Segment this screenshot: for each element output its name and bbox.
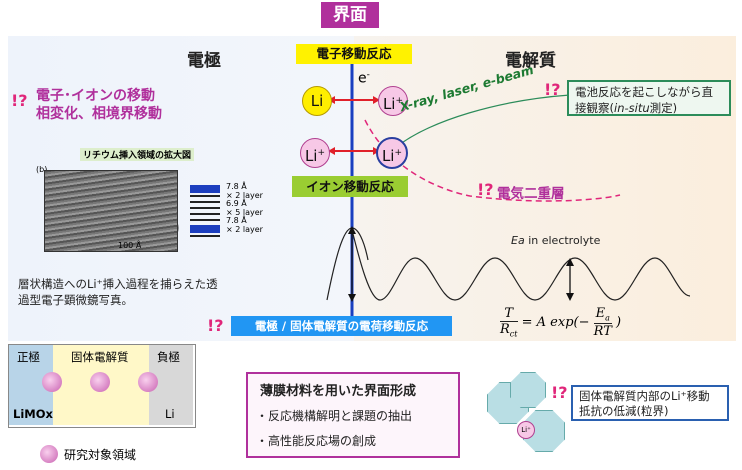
grain-boundary-note: 固体電解質内部のLi⁺移動抵抗の低減(粒界) bbox=[571, 385, 729, 421]
negative-material: Li bbox=[165, 407, 175, 421]
left-note-line1: 電子･イオンの移動 bbox=[36, 88, 155, 104]
negative-label: 負極 bbox=[157, 350, 180, 364]
grain-octagon bbox=[510, 372, 546, 408]
left-note-line2: 相変化、相境界移動 bbox=[36, 106, 162, 122]
li-plus-ion-electrolyte: Li+ bbox=[378, 86, 408, 116]
question-mark-icon: !? bbox=[207, 316, 224, 335]
interface-marker bbox=[138, 372, 158, 392]
double-layer-label: 電気二重層 bbox=[497, 186, 565, 202]
li-plus-ion-interface: Li+ bbox=[376, 137, 408, 169]
thin-film-box: 薄膜材料を用いた界面形成 ・反応機構解明と課題の抽出 ・高性能反応場の創成 bbox=[246, 372, 460, 458]
electrolyte-label: 電解質 bbox=[505, 51, 556, 71]
electrolyte-cell-label: 固体電解質 bbox=[71, 350, 129, 364]
interface-marker bbox=[42, 372, 62, 392]
grain-li-ion: Li⁺ bbox=[517, 421, 535, 439]
thin-film-title: 薄膜材料を用いた界面形成 bbox=[260, 384, 417, 399]
legend-text: 研究対象領域 bbox=[64, 448, 137, 462]
interface-title: 界面 bbox=[321, 2, 379, 28]
arrhenius-equation: T Rct = A exp(− Ea RT ) bbox=[500, 306, 622, 339]
micrograph-tag: (b) bbox=[36, 165, 48, 174]
charge-transfer-label: 電極 / 固体電解質の電荷移動反応 bbox=[231, 316, 452, 336]
activation-energy-label: Ea in electrolyte bbox=[511, 234, 601, 247]
thin-film-item: ・反応機構解明と課題の抽出 bbox=[256, 409, 413, 423]
question-mark-icon: !? bbox=[544, 80, 561, 99]
in-situ-note: 電池反応を起こしながら直接観察(in-situ測定) bbox=[567, 80, 731, 116]
positive-label: 正極 bbox=[17, 350, 40, 364]
electron-transfer-label: 電子移動反応 bbox=[296, 44, 412, 64]
cell-schematic: 正極 固体電解質 負極 LiMOx Li bbox=[8, 344, 196, 428]
scale-bar: 100 Å bbox=[118, 241, 142, 250]
li-plus-ion-electrode: Li+ bbox=[300, 138, 330, 168]
electrode-label: 電極 bbox=[187, 51, 221, 71]
micrograph-image bbox=[44, 170, 178, 252]
micrograph-title: リチウム挿入領域の拡大図 bbox=[80, 148, 195, 161]
micrograph-caption: 層状構造へのLi⁺挿入過程を捕らえた透過型電子顕微鏡写真。 bbox=[18, 277, 218, 307]
question-mark-icon: !? bbox=[551, 383, 568, 402]
ion-transfer-label: イオン移動反応 bbox=[292, 176, 408, 197]
legend-marker bbox=[40, 445, 58, 463]
question-mark-icon: !? bbox=[477, 180, 494, 199]
question-mark-icon: !? bbox=[11, 91, 28, 110]
positive-material: LiMOx bbox=[13, 407, 53, 421]
li-ion-electrode: Li bbox=[302, 86, 332, 116]
potential-wave bbox=[351, 229, 691, 301]
potential-wave-left bbox=[326, 227, 369, 301]
thin-film-item: ・高性能反応場の創成 bbox=[256, 434, 377, 448]
interface-marker bbox=[90, 372, 110, 392]
electron-symbol: e- bbox=[358, 70, 370, 87]
